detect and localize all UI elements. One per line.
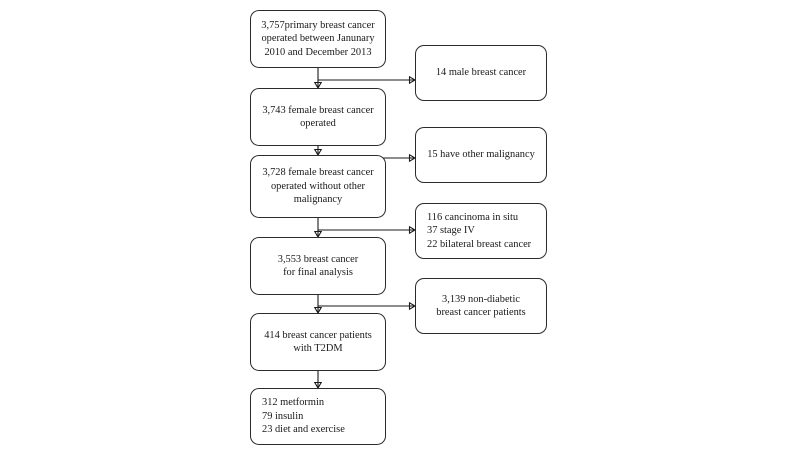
box-text-line: 37 stage IV bbox=[427, 225, 475, 237]
box-text-line: operated bbox=[300, 118, 336, 129]
box-text-line: 3,139 non-diabetic bbox=[442, 293, 520, 305]
side-box-s4: 3,139 non-diabetic breast cancer patients bbox=[415, 278, 547, 334]
main-box-n1: 3,757primary breast cancer operated betwe… bbox=[250, 10, 386, 68]
box-text-line: 2010 and December 2013 bbox=[264, 46, 372, 58]
box-text-line: with T2DM bbox=[293, 343, 343, 354]
box-text-line: 14 male breast cancer bbox=[435, 67, 527, 79]
box-text: 414 breast cancer patients with T2DM bbox=[256, 329, 380, 356]
box-text-line: 3,553 breast cancer bbox=[277, 253, 359, 265]
box-text-line: 414 breast cancer patients bbox=[264, 329, 372, 341]
box-text-line: 3,757primary breast cancer bbox=[261, 19, 375, 31]
main-box-n2: 3,743 female breast cancer operated bbox=[250, 88, 386, 146]
box-text-line: malignancy bbox=[293, 194, 343, 206]
box-text-line: for final analysis bbox=[283, 267, 353, 278]
main-box-n5: 414 breast cancer patients with T2DM bbox=[250, 313, 386, 371]
side-box-s2: 15 have other malignancy bbox=[415, 127, 547, 183]
box-text: 15 have other malignancy bbox=[421, 148, 541, 162]
side-box-s1: 14 male breast cancer bbox=[415, 45, 547, 101]
box-text: 3,553 breast cancer for final analysis bbox=[256, 253, 380, 280]
box-text: 14 male breast cancer bbox=[421, 66, 541, 80]
box-text-line: 312 metformin bbox=[262, 397, 325, 409]
box-text-line: 23 diet and exercise bbox=[262, 424, 345, 436]
box-text-line: 3,728 female breast cancer bbox=[262, 167, 374, 179]
box-text-line: 79 insulin bbox=[262, 410, 304, 422]
box-text-line: 116 cancinoma in situ bbox=[427, 211, 519, 223]
box-text: 3,139 non-diabetic breast cancer patients bbox=[421, 293, 541, 320]
box-text-line: 22 bilateral breast cancer bbox=[427, 238, 532, 250]
box-text-line: operated without other bbox=[270, 180, 366, 192]
box-text: 3,743 female breast cancer operated bbox=[256, 104, 380, 131]
box-text-line: 3,743 female breast cancer bbox=[262, 104, 374, 116]
box-text: 3,757primary breast cancer operated betwe… bbox=[256, 19, 380, 60]
main-box-n4: 3,553 breast cancer for final analysis bbox=[250, 237, 386, 295]
box-text-line: 15 have other malignancy bbox=[427, 149, 535, 161]
box-text-line: breast cancer patients bbox=[436, 307, 526, 318]
box-text-line: operated between Janunary bbox=[261, 33, 375, 45]
